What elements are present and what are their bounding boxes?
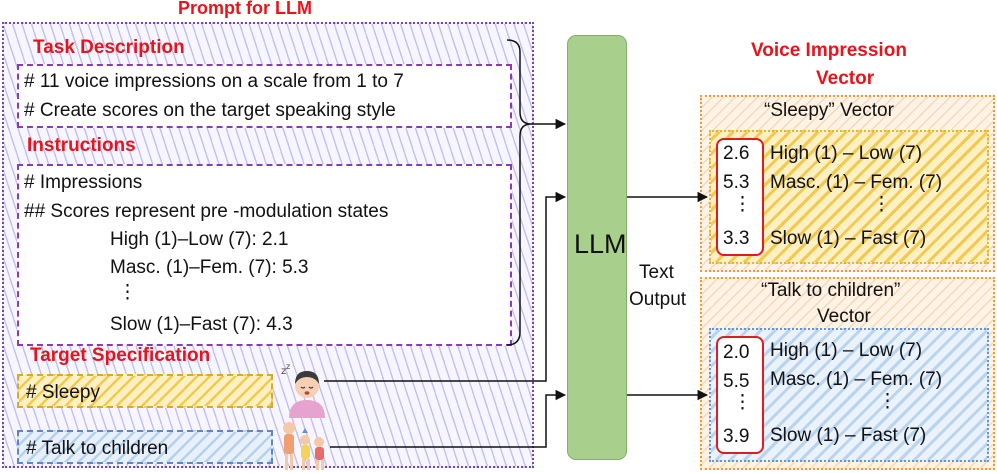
children-icon: [283, 422, 324, 470]
vertical-ellipsis: ⋮: [872, 194, 891, 215]
instruction-line: High (1)–Low (7): 2.1: [110, 229, 289, 250]
sleepy-target-box: # Sleepy: [17, 374, 273, 408]
children-to-llm-arrow: [330, 389, 567, 448]
children-score-column: [716, 336, 764, 454]
sleepy-impression-label: High (1) – Low (7): [770, 143, 923, 164]
sleepy-vector-title: “Sleepy” Vector: [764, 100, 894, 121]
children-impression-label: High (1) – Low (7): [770, 340, 923, 361]
svg-text:z: z: [286, 362, 290, 371]
text-output-label-line2: Output: [629, 289, 687, 310]
vertical-ellipsis: ⋮: [878, 391, 897, 412]
task-line-2: # Create scores on the target speaking s…: [24, 100, 396, 121]
target-specification-heading: Target Specification: [30, 345, 211, 366]
vertical-ellipsis: ⋮: [118, 282, 137, 303]
children-impression-label: Slow (1) – Fast (7): [770, 425, 927, 446]
children-target-box: # Talk to children: [17, 430, 273, 464]
children-target-label: # Talk to children: [26, 438, 169, 459]
llm-block: LLM: [567, 35, 627, 460]
text-output-label-line1: Text: [639, 262, 674, 283]
instruction-line: # Impressions: [24, 172, 143, 193]
children-vector-title-line1: “Talk to children”: [761, 280, 901, 301]
sleepy-impression-label: Masc. (1) – Fem. (7): [770, 172, 943, 193]
sleepy-person-icon: z z: [281, 362, 325, 418]
svg-text:z: z: [281, 366, 286, 377]
children-score: 3.9: [723, 426, 750, 447]
instructions-heading: Instructions: [27, 135, 136, 156]
vector-title-line1: Voice Impression: [751, 40, 907, 61]
sleepy-score-column: [716, 138, 764, 256]
sleepy-score: 2.6: [723, 143, 750, 164]
vertical-ellipsis: ⋮: [733, 194, 752, 215]
task-description-heading: Task Description: [33, 37, 185, 58]
instruction-line: ## Scores represent pre -modulation stat…: [24, 201, 389, 222]
llm-label: LLM: [574, 229, 627, 259]
children-vector-title-line2: Vector: [817, 306, 871, 327]
prompt-bracket: [506, 39, 532, 346]
sleepy-score: 3.3: [723, 228, 750, 249]
sleepy-to-llm-arrow: [324, 191, 567, 382]
sleepy-target-label: # Sleepy: [26, 382, 100, 403]
vector-title-line2: Vector: [816, 68, 875, 89]
children-impression-label: Masc. (1) – Fem. (7): [770, 369, 943, 390]
sleepy-score: 5.3: [723, 172, 750, 193]
children-score: 5.5: [723, 371, 750, 392]
children-score: 2.0: [723, 342, 750, 363]
instruction-line: Masc. (1)–Fem. (7): 5.3: [110, 257, 309, 278]
prompt-title: Prompt for LLM: [178, 0, 312, 18]
sleepy-impression-label: Slow (1) – Fast (7): [770, 228, 927, 249]
instructions-box: # Impressions ## Scores represent pre -m…: [17, 164, 512, 346]
vertical-ellipsis: ⋮: [733, 392, 752, 413]
instruction-line: Slow (1)–Fast (7): 4.3: [110, 314, 293, 335]
task-description-box: # 11 voice impressions on a scale from 1…: [17, 64, 512, 128]
task-line-1: # 11 voice impressions on a scale from 1…: [24, 71, 404, 92]
